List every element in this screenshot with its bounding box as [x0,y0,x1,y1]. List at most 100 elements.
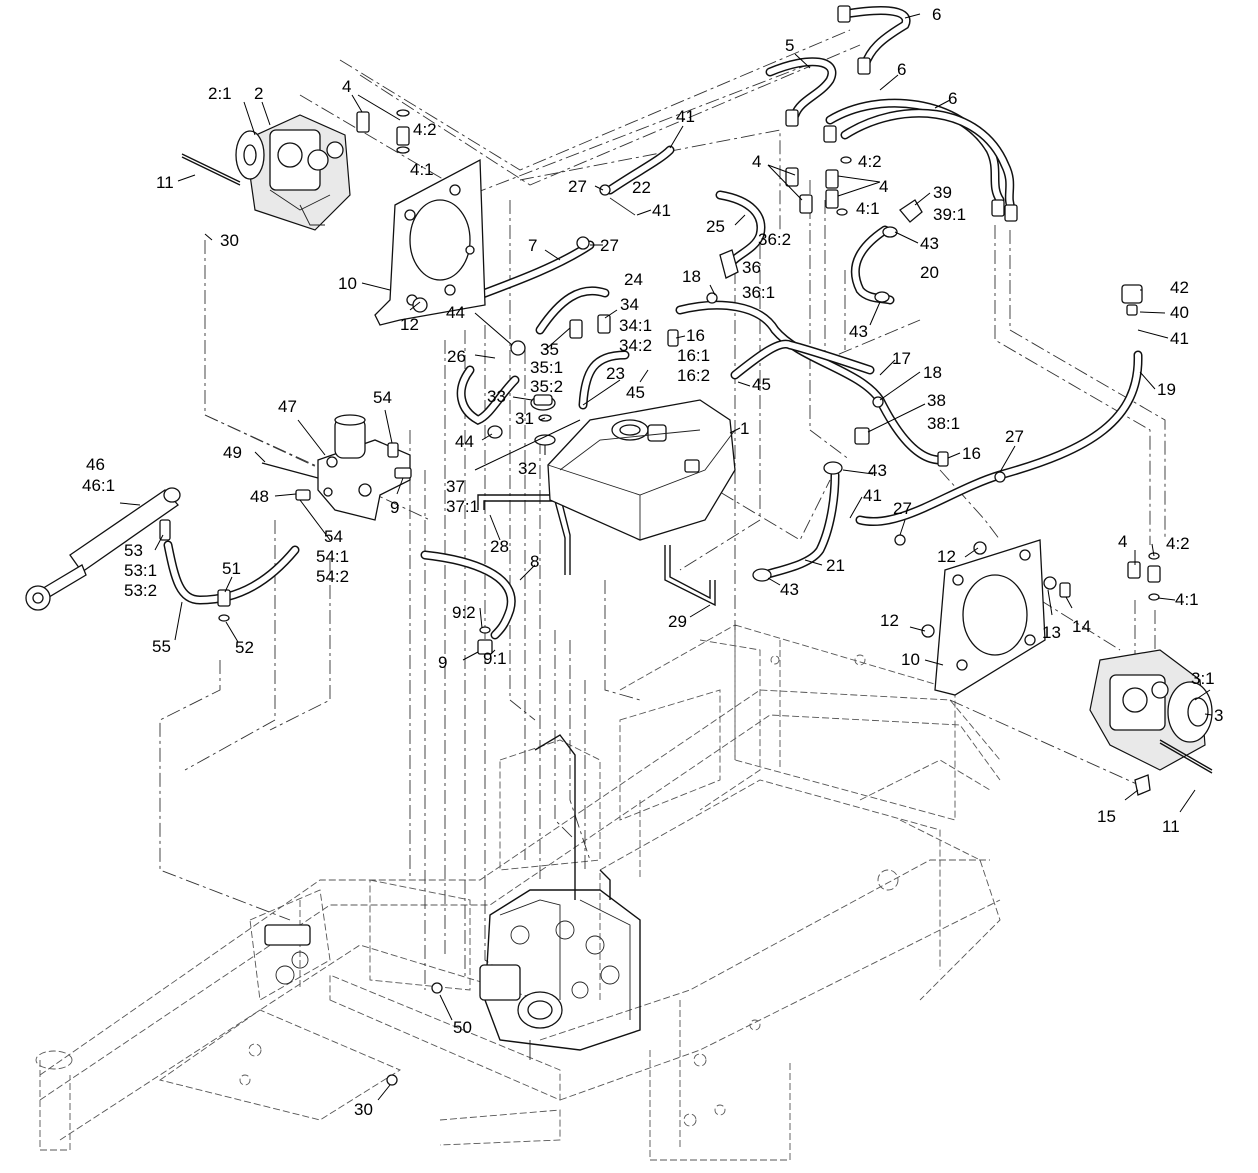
callout-39: 39 [933,183,952,202]
callout-9-2: 9:2 [452,603,476,622]
callout-5: 5 [785,36,794,55]
callout-20: 20 [920,263,939,282]
callout-4: 4 [752,152,761,171]
callout-1: 1 [740,419,749,438]
callout-2-1: 2:1 [208,84,232,103]
callout-54-1: 54:1 [316,547,349,566]
callout-4: 4 [1118,532,1127,551]
callout-53: 53 [124,541,143,560]
callout-39-1: 39:1 [933,205,966,224]
callout-23: 23 [606,364,625,383]
callout-22: 22 [632,178,651,197]
callout-52: 52 [235,638,254,657]
callout-18: 18 [682,267,701,286]
callout-3: 3 [1214,706,1223,725]
callout-9: 9 [438,653,447,672]
callout-43: 43 [780,580,799,599]
callout-41: 41 [676,107,695,126]
callout-18: 18 [923,363,942,382]
callout-13: 13 [1042,623,1061,642]
callout-21: 21 [826,556,845,575]
right-mount-plate [921,539,1071,696]
callout-4: 4 [342,77,351,96]
callout-4-2: 4:2 [858,152,882,171]
left-hydro-pump [181,114,351,231]
valve-block [261,414,412,521]
callout-8: 8 [530,552,539,571]
callout-37-1: 37:1 [446,497,479,516]
callout-36: 36 [742,258,761,277]
callout-4: 4 [879,177,888,196]
hoses [163,6,1143,640]
callout-15: 15 [1097,807,1116,826]
callout-17: 17 [892,349,911,368]
callout-46: 46 [86,455,105,474]
callout-49: 49 [223,443,242,462]
callout-29: 29 [668,612,687,631]
callout-37: 37 [446,477,465,496]
callout-2: 2 [254,84,263,103]
callout-12: 12 [400,315,419,334]
lift-cylinder [25,487,231,622]
callout-48: 48 [250,487,269,506]
callout-16: 16 [686,326,705,345]
callout-38: 38 [927,391,946,410]
hydraulic-tank [530,394,736,541]
callout-32: 32 [518,459,537,478]
callout-9: 9 [390,498,399,517]
callout-10: 10 [901,650,920,669]
callout-30: 30 [220,231,239,250]
transaxle-assembly [264,734,641,1086]
callout-41: 41 [863,486,882,505]
callout-43: 43 [868,461,887,480]
callout-4-1: 4:1 [1175,590,1199,609]
callout-41: 41 [652,201,671,220]
callout-34: 34 [620,295,639,314]
callout-33: 33 [487,387,506,406]
callout-35-1: 35:1 [530,358,563,377]
callout-26: 26 [447,347,466,366]
fitting-9 [477,626,493,655]
callout-16-1: 16:1 [677,346,710,365]
callout-55: 55 [152,637,171,656]
callout-40: 40 [1170,303,1189,322]
callout-47: 47 [278,397,297,416]
fittings-left [356,109,410,154]
callout-4-1: 4:1 [410,160,434,179]
callout-36-1: 36:1 [742,283,775,302]
callout-43: 43 [920,234,939,253]
callout-16-2: 16:2 [677,366,710,385]
callout-27: 27 [893,499,912,518]
callout-54: 54 [324,527,343,546]
callout-42: 42 [1170,278,1189,297]
callout-leaders [119,13,1213,1101]
callout-27: 27 [1005,427,1024,446]
callout-38-1: 38:1 [927,414,960,433]
right-hydro-pump [1089,552,1213,796]
callout-35: 35 [540,340,559,359]
chassis-frame [35,624,1001,1161]
callout-45: 45 [752,375,771,394]
callout-3-1: 3:1 [1191,669,1215,688]
callout-6: 6 [897,60,906,79]
callout-31: 31 [515,409,534,428]
callout-30: 30 [354,1100,373,1119]
callout-6: 6 [932,5,941,24]
callout-11: 11 [1162,817,1180,836]
callout-54-2: 54:2 [316,567,349,586]
callout-14: 14 [1072,617,1091,636]
callout-16: 16 [962,444,981,463]
callout-labels: 2:1 2 4 4:2 4:1 11 30 10 12 5 6 6 6 41 2… [82,5,1223,1119]
callout-9-1: 9:1 [483,649,507,668]
callout-43: 43 [849,322,868,341]
callout-46-1: 46:1 [82,476,115,495]
callout-34-2: 34:2 [619,336,652,355]
callout-54: 54 [373,388,392,407]
callout-11: 11 [156,173,174,192]
callout-19: 19 [1157,380,1176,399]
callout-4-2: 4:2 [1166,534,1190,553]
callout-41: 41 [1170,329,1189,348]
callout-12: 12 [937,547,956,566]
callout-51: 51 [222,559,241,578]
